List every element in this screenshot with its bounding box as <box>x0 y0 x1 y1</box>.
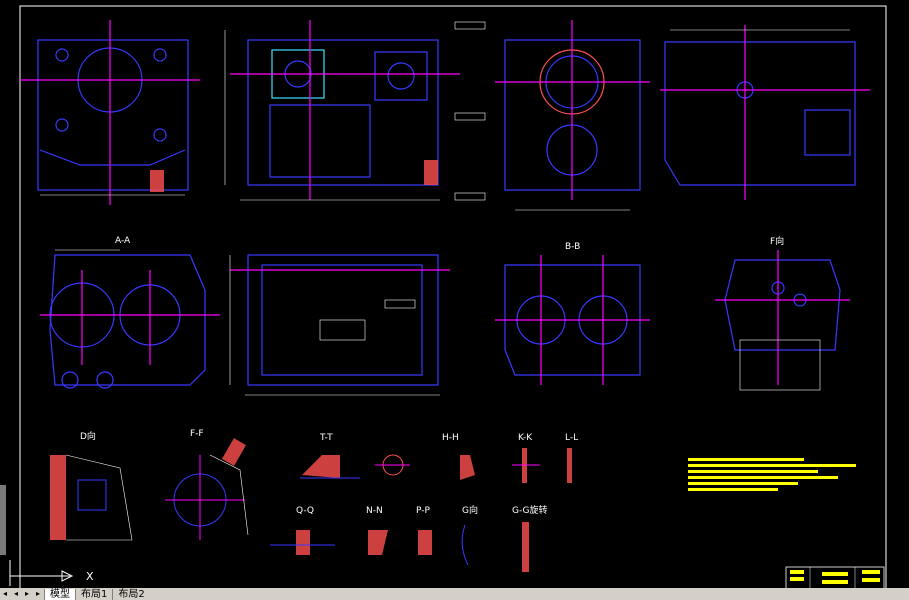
label-nn: N-N <box>366 506 383 516</box>
ucs-x-label: X <box>86 570 94 583</box>
title-block <box>785 566 885 591</box>
view-qq <box>270 530 335 555</box>
view-kk <box>512 448 540 483</box>
label-f-dir: F向 <box>770 235 784 247</box>
ucs-axis-icon <box>9 560 74 586</box>
nav-first-icon[interactable]: ◂ <box>3 589 8 598</box>
label-ff: F-F <box>190 429 204 439</box>
view-bb <box>495 255 650 385</box>
label-ll: L-L <box>565 433 578 443</box>
label-aa: A-A <box>115 236 131 246</box>
view-top-1 <box>20 20 200 205</box>
view-top-2 <box>224 20 486 201</box>
label-hh: H-H <box>442 433 459 443</box>
view-mid-2 <box>229 254 450 396</box>
label-qq: Q-Q <box>296 506 314 516</box>
tab-layout1[interactable]: 布局1 <box>75 588 112 600</box>
view-aa <box>40 249 220 389</box>
view-ff <box>165 438 249 540</box>
view-f-dir <box>715 250 850 391</box>
nav-next-icon[interactable]: ▸ <box>25 589 30 598</box>
view-gg <box>522 522 529 572</box>
view-nn <box>368 530 388 555</box>
tab-layout2[interactable]: 布局2 <box>112 588 149 600</box>
view-pp <box>418 530 432 555</box>
nav-prev-icon[interactable]: ◂ <box>14 589 19 598</box>
label-gg: G-G旋转 <box>512 504 548 516</box>
view-top-3 <box>495 20 650 211</box>
view-d-dir <box>50 454 133 541</box>
view-ll <box>567 448 572 483</box>
tab-model[interactable]: 模型 <box>44 588 75 600</box>
view-hh <box>375 454 475 480</box>
technical-notes <box>688 458 856 491</box>
view-tt <box>300 455 360 479</box>
label-bb: B-B <box>565 242 580 252</box>
label-kk: K-K <box>518 433 533 443</box>
nav-last-icon[interactable]: ▸ <box>36 589 41 598</box>
view-top-4 <box>660 25 870 200</box>
layout-tab-bar: ◂ ◂ ▸ ▸ 模型 布局1 布局2 <box>0 588 909 600</box>
label-pp: P-P <box>416 506 430 516</box>
label-g-dir: G向 <box>462 504 478 516</box>
left-scroll-strip[interactable] <box>0 485 6 555</box>
label-d-dir: D向 <box>80 430 96 442</box>
label-tt: T-T <box>319 433 333 443</box>
view-g-dir <box>461 524 469 566</box>
